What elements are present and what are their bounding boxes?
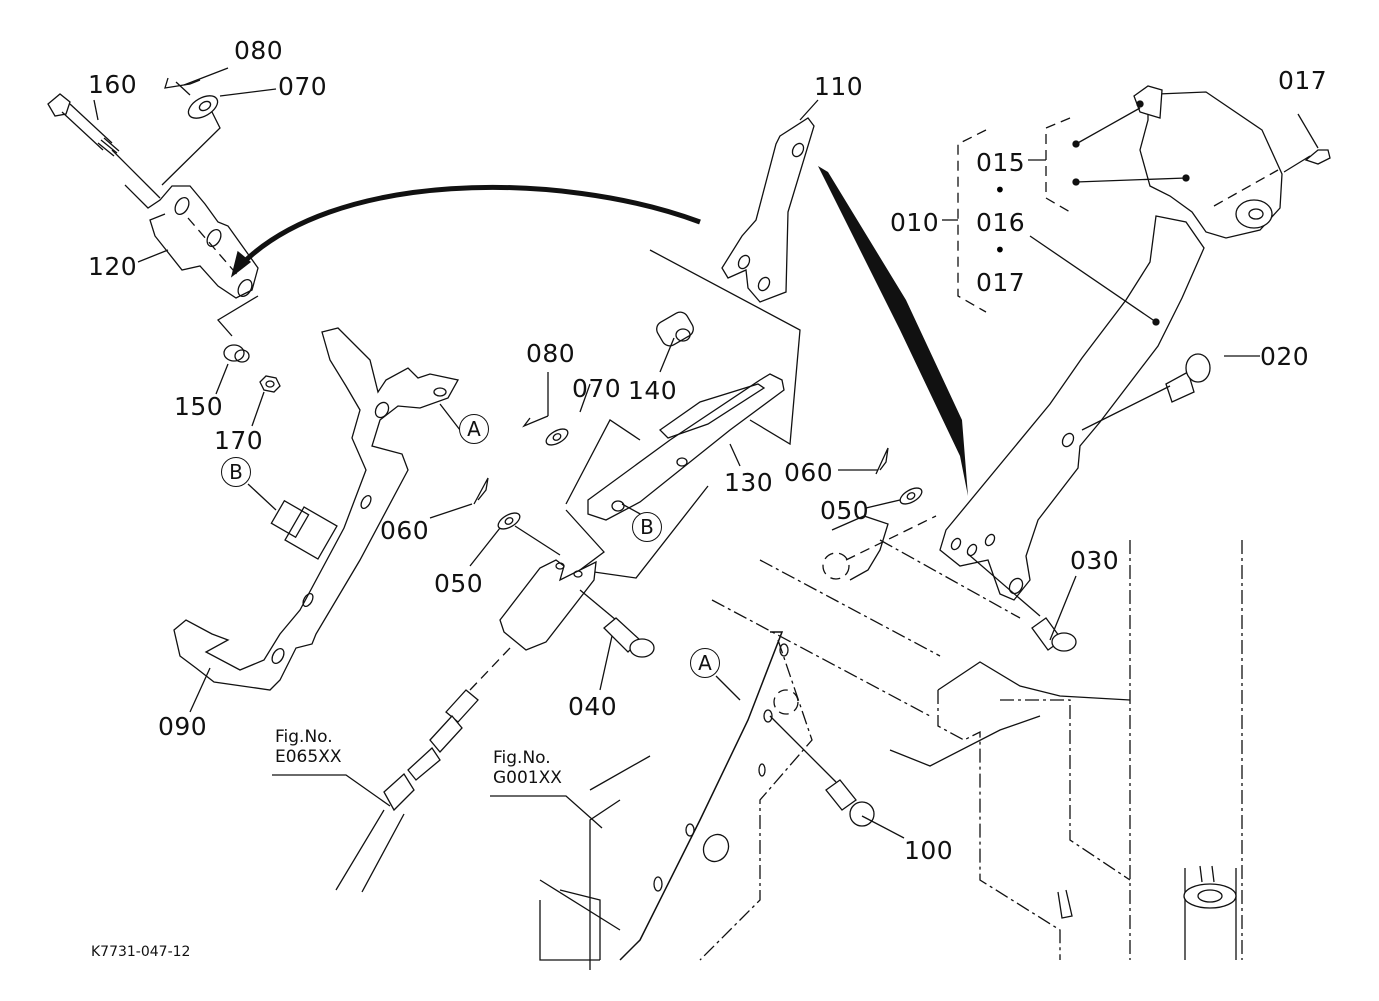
callout-017-group: 017: [976, 268, 1026, 297]
callout-140: 140: [628, 376, 678, 405]
callout-015: 015: [976, 148, 1026, 177]
brake-pedal-090: [173, 327, 459, 691]
reference-marker-a-upper: A: [459, 414, 489, 444]
pedal-support-plate: [539, 631, 837, 970]
lever-016: [939, 215, 1205, 601]
cotter-pin-080-top: [164, 77, 201, 96]
fig-ref-leaders: [272, 774, 603, 829]
bolt-100: [825, 779, 875, 827]
grip-015: [1133, 85, 1283, 239]
callout-090: 090: [158, 712, 208, 741]
bracket-120: [124, 184, 259, 337]
figure-ref-label: Fig.No.: [275, 727, 333, 747]
reference-marker-b-plate: B: [632, 512, 662, 542]
bolt-020: [1081, 353, 1211, 431]
figure-ref-label: Fig.No.: [493, 748, 551, 768]
screw-017: [1283, 149, 1331, 173]
callout-100: 100: [904, 836, 954, 865]
callout-170: 170: [214, 426, 264, 455]
cotter-pin-060-right: [875, 447, 889, 475]
callout-010: 010: [890, 208, 940, 237]
callout-060-mid: 060: [380, 516, 430, 545]
bushing-140: [656, 311, 694, 347]
reference-marker-b-left: B: [221, 457, 251, 487]
washer-070-mid: [545, 428, 569, 446]
callout-130: 130: [724, 468, 774, 497]
arrow-left-curve: [236, 184, 701, 270]
cotter-pin-060-mid: [473, 477, 489, 505]
callout-070-top: 070: [278, 72, 328, 101]
clevis-pin-040: [579, 589, 655, 658]
leader-dots: [1072, 100, 1190, 326]
callout-160: 160: [88, 70, 138, 99]
clevis-cable: [335, 559, 597, 893]
leader-lines: [93, 67, 1319, 839]
drawing-code: K7731-047-12: [91, 944, 191, 960]
arrowhead-left: [230, 250, 252, 278]
callout-050-right: 050: [820, 496, 870, 525]
callout-080-top: 080: [234, 36, 284, 65]
separator-dot-1: •: [994, 178, 1006, 202]
group-bracket-010: [957, 117, 1071, 313]
callout-120: 120: [88, 252, 138, 281]
washer-050-mid: [497, 512, 561, 556]
reference-marker-a-lower: A: [690, 648, 720, 678]
callout-150: 150: [174, 392, 224, 421]
cotter-pin-080-mid: [522, 372, 549, 428]
figure-ref-g001xx[interactable]: Fig.No. G001XX: [493, 748, 562, 788]
callout-060-right: 060: [784, 458, 834, 487]
figure-ref-number: E065XX: [275, 746, 342, 767]
callout-070-mid: 070: [572, 374, 622, 403]
callout-030: 030: [1070, 546, 1120, 575]
figure-ref-e065xx[interactable]: Fig.No. E065XX: [275, 727, 342, 767]
mount-bracket-right: [822, 515, 937, 581]
callout-110: 110: [814, 72, 864, 101]
washer-050-right: [899, 487, 923, 505]
callout-050-mid: 050: [434, 569, 484, 598]
bolt-160: [47, 93, 161, 199]
plate-130: [565, 249, 801, 579]
callout-017-top: 017: [1278, 66, 1328, 95]
callout-016: 016: [976, 208, 1026, 237]
washer-070-top: [161, 95, 221, 186]
link-110: [721, 117, 815, 303]
frame-phantom: [711, 539, 1243, 960]
callout-020: 020: [1260, 342, 1310, 371]
separator-dot-2: •: [994, 238, 1006, 262]
bushing-150: [223, 344, 250, 363]
nut-170: [259, 375, 281, 393]
callout-080-mid: 080: [526, 339, 576, 368]
callout-040: 040: [568, 692, 618, 721]
figure-ref-number: G001XX: [493, 767, 562, 788]
clevis-pin-030: [967, 553, 1077, 652]
